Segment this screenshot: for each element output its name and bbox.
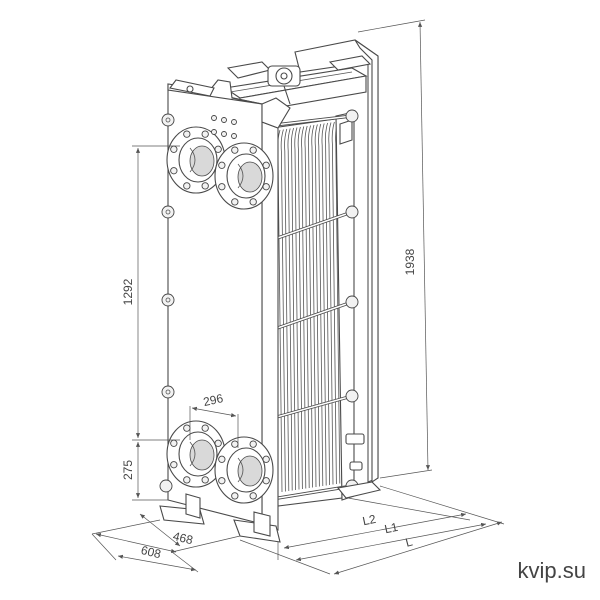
plate-line <box>304 125 310 489</box>
dimension-label-1292: 1292 <box>121 278 135 305</box>
flange-bolt <box>214 439 222 447</box>
flange-bolt <box>201 424 209 432</box>
flange-bolt <box>231 198 239 206</box>
dimension-label-1938: 1938 <box>403 248 417 275</box>
flange-bolt <box>170 167 178 175</box>
plate-line <box>297 126 303 490</box>
flange-bolt <box>249 198 257 206</box>
plate-line <box>324 122 330 486</box>
flange-bolt <box>183 424 191 432</box>
flange-bolt <box>201 182 209 190</box>
plate-line <box>314 124 320 487</box>
flange-bolt <box>218 477 226 485</box>
flange-bolt <box>262 161 270 169</box>
plate-line <box>294 127 300 490</box>
flange-bolt <box>262 477 270 485</box>
nut <box>345 109 359 123</box>
flange-bolt <box>231 146 239 154</box>
plate-line <box>284 128 290 492</box>
flange-bolt <box>262 455 270 463</box>
nut <box>345 389 359 403</box>
flange-bolt <box>214 145 222 153</box>
flange-bolt <box>170 461 178 469</box>
watermark: kvip.su <box>518 558 586 583</box>
flange-bottom-right <box>214 436 274 504</box>
plate-line <box>318 123 324 487</box>
frame-bolt <box>161 113 175 127</box>
frame-bolt <box>159 479 173 493</box>
top-roller <box>267 65 301 105</box>
drain-fitting <box>345 433 365 471</box>
dimension-bottom-port-height: 275 <box>121 442 168 501</box>
flange-bolt <box>170 145 178 153</box>
plate-line <box>287 128 293 491</box>
frame-bolt <box>161 293 175 307</box>
flange-bolt <box>201 130 209 138</box>
flange-bolt <box>218 455 226 463</box>
flange-bottom-left <box>166 420 226 488</box>
flange-bolt <box>218 183 226 191</box>
dimension-label-l2: L2 <box>361 512 377 529</box>
dimension-lengths: L2 L1 L <box>239 485 505 575</box>
plate-pack <box>271 117 343 507</box>
dimension-label-296: 296 <box>202 391 225 409</box>
plate-line <box>328 122 334 485</box>
dimension-port-horizontal: 296 <box>189 391 239 448</box>
flange-bolt <box>231 492 239 500</box>
flange-bolt <box>231 440 239 448</box>
flange-bolt <box>183 130 191 138</box>
nut <box>345 205 359 219</box>
plate-line <box>280 129 286 492</box>
flange-bolt <box>183 476 191 484</box>
plate-line <box>331 121 337 485</box>
rear-support-column <box>226 39 379 484</box>
dimension-foot-depth: 468 608 <box>91 513 241 573</box>
plate-line <box>311 124 317 488</box>
dimension-label-275: 275 <box>121 460 135 480</box>
flange-bolt <box>170 439 178 447</box>
dimension-label-l1: L1 <box>383 520 399 537</box>
frame-bolt <box>161 385 175 399</box>
upper-small-bolts <box>211 115 237 139</box>
plate-line <box>321 123 327 486</box>
flange-bolt <box>201 476 209 484</box>
dimension-label-608: 608 <box>140 543 163 562</box>
frame-bolts <box>159 113 175 493</box>
plate-line <box>290 127 296 491</box>
dimension-height-total: 1938 <box>357 19 433 479</box>
frame-bolt <box>161 205 175 219</box>
nut <box>345 295 359 309</box>
flange-bolt <box>183 182 191 190</box>
flange-bolt <box>262 183 270 191</box>
flange-bolt <box>249 440 257 448</box>
flange-bolt <box>249 146 257 154</box>
flange-bolt <box>249 492 257 500</box>
flange-bolt <box>218 161 226 169</box>
flange-top-right <box>214 142 274 210</box>
dimension-port-vertical: 1292 <box>121 145 180 441</box>
plate-line <box>301 126 307 489</box>
plate-line <box>307 125 313 488</box>
dimension-label-468: 468 <box>172 529 195 548</box>
dimension-label-l: L <box>404 534 414 549</box>
